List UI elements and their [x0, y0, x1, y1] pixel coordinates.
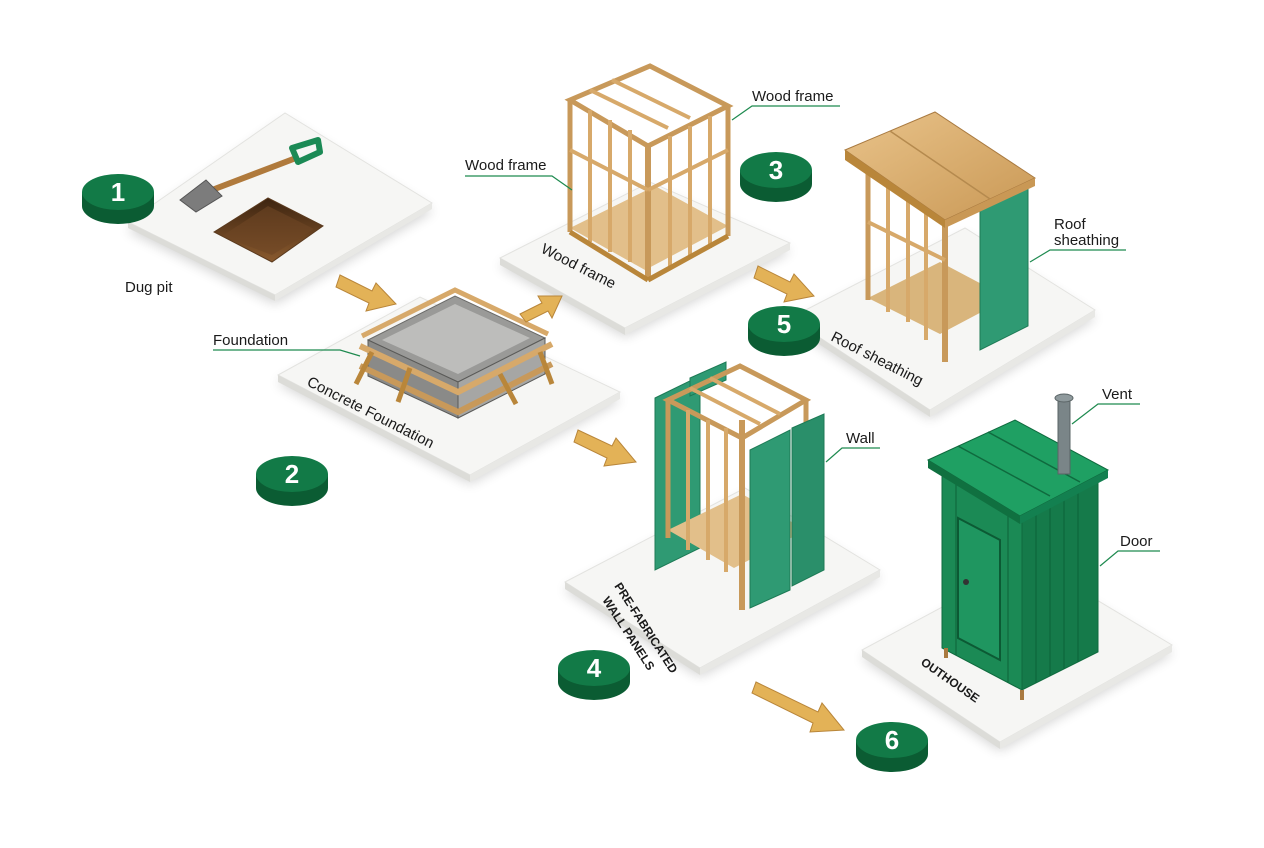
callout-wall: Wall — [825, 430, 880, 463]
svg-text:5: 5 — [777, 309, 791, 339]
arrow-icon — [519, 295, 563, 323]
pit-icon — [212, 197, 324, 263]
svg-text:Wood frame: Wood frame — [465, 157, 546, 174]
svg-text:4: 4 — [587, 653, 602, 683]
step-6-badge: 6 — [856, 722, 928, 772]
svg-text:3: 3 — [769, 155, 783, 185]
step-4-platform: PRE-FABRICATED WALL PANELS — [564, 361, 882, 676]
callout-roof-sheathing: Roof sheathing — [1029, 216, 1126, 263]
svg-text:sheathing: sheathing — [1054, 232, 1119, 249]
step-3-platform: Wood frame — [498, 63, 792, 335]
svg-text:2: 2 — [285, 459, 299, 489]
wall-panels-structure — [654, 361, 825, 610]
arrow-icon — [335, 274, 397, 312]
svg-text:Door: Door — [1120, 533, 1153, 550]
svg-text:Roof: Roof — [1054, 216, 1087, 233]
concrete-foundation — [353, 287, 555, 419]
svg-text:Wood frame: Wood frame — [752, 88, 833, 105]
svg-text:Vent: Vent — [1102, 386, 1133, 403]
arrow-icon — [573, 429, 637, 467]
step-2-platform: Concrete Foundation — [276, 287, 622, 482]
step-2-badge: 2 — [256, 456, 328, 506]
callout-door: Door — [1099, 533, 1160, 567]
step-4-badge: 4 — [558, 650, 630, 700]
svg-text:6: 6 — [885, 725, 899, 755]
arrow-icon — [753, 265, 815, 303]
svg-text:Foundation: Foundation — [213, 332, 288, 349]
svg-text:Wall: Wall — [846, 430, 875, 447]
outhouse-structure — [926, 393, 1110, 700]
step-5-badge: 5 — [748, 306, 820, 356]
door — [957, 516, 1001, 662]
callout-foundation: Foundation — [213, 332, 361, 357]
roof-sheathing-structure — [843, 111, 1037, 362]
step-1-platform: Dug pit — [125, 112, 433, 301]
arrow-icon — [751, 681, 846, 733]
callout-wood-frame-left: Wood frame — [465, 157, 573, 191]
svg-text:1: 1 — [111, 177, 125, 207]
wood-frame-structure — [564, 63, 734, 283]
door-handle — [963, 579, 969, 585]
shovel-icon — [179, 137, 323, 213]
callout-vent: Vent — [1071, 386, 1140, 425]
step-3-badge: 3 — [740, 152, 812, 202]
vent-pipe — [1054, 393, 1074, 475]
step-6-platform: OUTHOUSE — [861, 393, 1173, 749]
callout-wood-frame-top: Wood frame — [731, 88, 840, 121]
step-5-platform: Roof sheathing — [789, 111, 1096, 417]
step-1-label: Dug pit — [125, 279, 173, 296]
step-1-badge: 1 — [82, 174, 154, 224]
